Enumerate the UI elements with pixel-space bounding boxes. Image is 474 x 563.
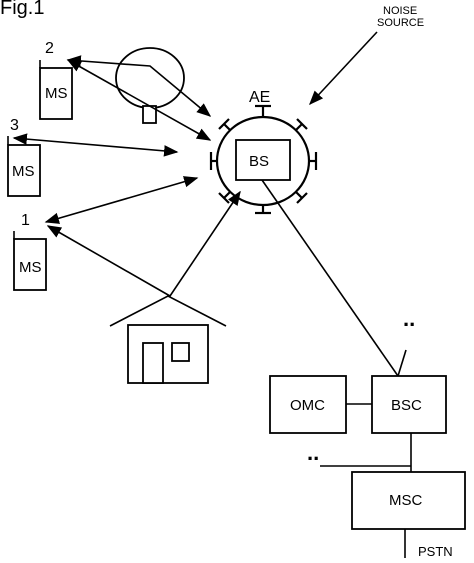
- house-window: [171, 342, 190, 362]
- ms1-box: [13, 238, 47, 291]
- noise-arrow: [309, 31, 378, 106]
- link-ms3: [12, 133, 179, 157]
- tree-crown: [115, 47, 185, 109]
- bsc-extra-link: [397, 349, 407, 377]
- omc-node: OMC: [269, 375, 347, 434]
- house: [109, 295, 227, 384]
- bsc-box: [371, 375, 447, 434]
- bs-label: BS: [249, 153, 269, 170]
- mobile-station-3: 3 MS: [7, 117, 41, 197]
- mobile-station-1: 1 MS: [13, 212, 47, 291]
- antenna-elements: [209, 104, 318, 215]
- link-ms1-via-house: [46, 190, 241, 298]
- mobile-station-2: 2 MS: [39, 40, 73, 120]
- noise-source-label-line1: NOISE: [383, 5, 417, 17]
- link-ms2-reflected: [66, 55, 212, 117]
- house-roof: [109, 295, 227, 327]
- msc-node: MSC: [351, 471, 466, 530]
- ms2-label: MS: [45, 85, 68, 102]
- ms3-number: 3: [10, 117, 19, 134]
- house-door: [142, 342, 164, 384]
- msc-label: MSC: [389, 492, 423, 509]
- pstn-label: PSTN: [418, 544, 453, 559]
- noise-source-label-line2: SOURCE: [377, 17, 424, 29]
- ms1-number: 1: [21, 212, 30, 229]
- link-ms1: [44, 176, 199, 224]
- bsc-label: BSC: [391, 397, 422, 414]
- ms3-label: MS: [12, 163, 35, 180]
- msc-box: [351, 471, 466, 530]
- bsc-continuation-marks: ..: [403, 306, 415, 331]
- bs-bsc-link: [261, 179, 399, 377]
- ms1-label: MS: [19, 259, 42, 276]
- radio-links: [12, 55, 241, 298]
- omc-label: OMC: [290, 397, 325, 414]
- msc-continuation-marks: ..: [307, 440, 319, 465]
- house-wall: [127, 324, 209, 384]
- ms2-number: 2: [45, 40, 54, 57]
- noise-source: NOISE SOURCE: [309, 5, 424, 106]
- bs-box: [235, 139, 291, 181]
- bsc-node: BSC: [371, 375, 447, 434]
- figure-label: Fig.1: [0, 0, 44, 19]
- antenna-label: AE: [249, 89, 270, 106]
- base-station: AE BS: [209, 89, 318, 215]
